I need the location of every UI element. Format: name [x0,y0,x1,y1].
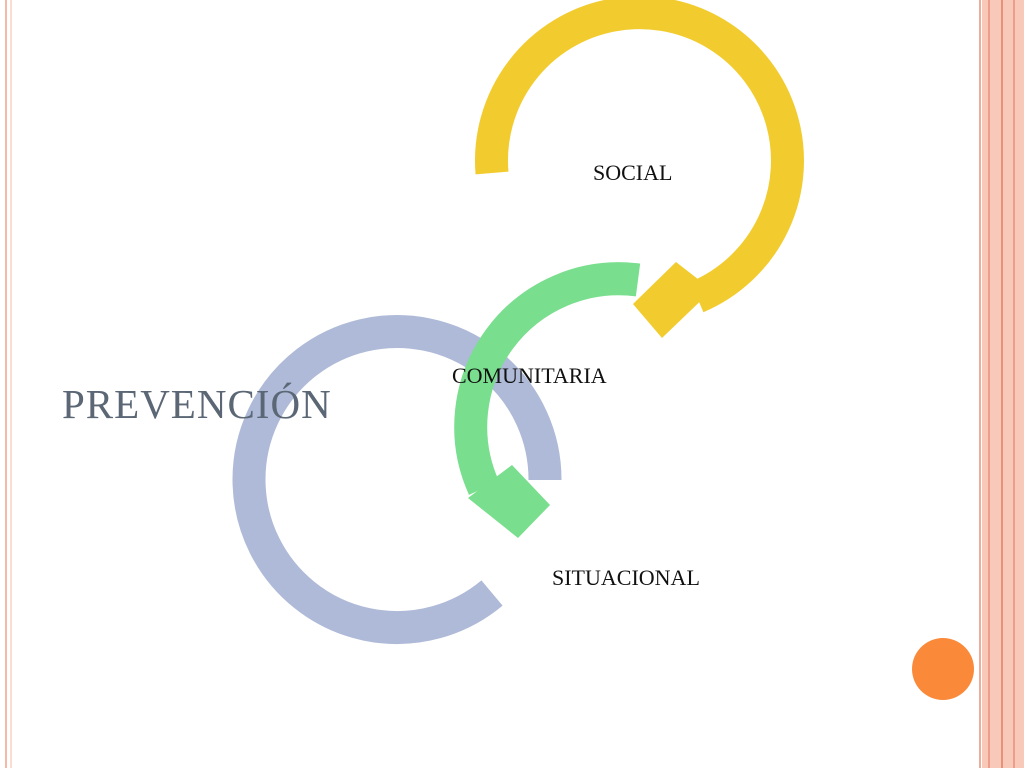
right-border [979,0,1024,768]
stage-label-comunitaria: COMUNITARIA [452,363,607,388]
social-cycle-arrow [475,0,804,338]
accent-dot [912,638,974,700]
comunitaria-cycle-arrow [454,262,641,538]
stage-label-situacional: SITUACIONAL [552,565,700,590]
left-border [5,0,12,768]
page-title: PREVENCIÓN [62,381,332,427]
stage-label-social: SOCIAL [593,160,673,185]
